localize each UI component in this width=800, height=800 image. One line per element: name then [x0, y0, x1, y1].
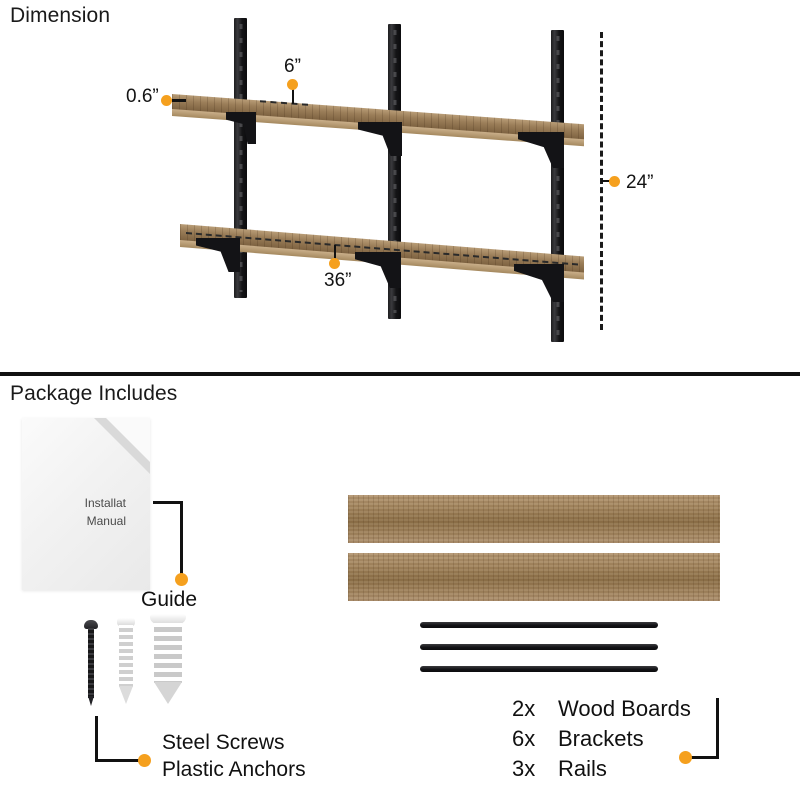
- guide-leader-vertical: [180, 501, 183, 577]
- parts-qty: 2x: [512, 696, 536, 721]
- anchor-threaded-body: [154, 623, 182, 683]
- steel-screw-graphic: [84, 620, 98, 706]
- screws-dot: [138, 754, 151, 767]
- manual-title-line2: Manual: [86, 514, 126, 528]
- anchor-flange: [150, 614, 186, 624]
- parts-name: Rails: [558, 756, 607, 781]
- plastic-anchors-label: Plastic Anchors: [162, 758, 306, 781]
- height-label: 24”: [626, 172, 654, 193]
- installation-manual-graphic: Installat Manual: [22, 418, 150, 590]
- anchor-tip: [119, 686, 133, 704]
- depth-leader-line: [292, 84, 294, 104]
- parts-name: Wood Boards: [558, 696, 691, 721]
- rail-part-3: [420, 666, 658, 672]
- depth-dot: [287, 79, 298, 90]
- height-dot: [609, 176, 620, 187]
- anchor-cone-tip: [154, 682, 182, 704]
- parts-qty: 3x: [512, 756, 536, 781]
- wood-board-part-2: [348, 553, 720, 601]
- plastic-anchor-large-graphic: [150, 614, 186, 706]
- height-tick-line: [601, 180, 613, 182]
- parts-qty: 6x: [512, 726, 536, 751]
- parts-row: 3x Rails: [512, 754, 691, 784]
- steel-screws-label: Steel Screws: [162, 731, 285, 754]
- depth-label: 6”: [284, 56, 301, 77]
- rail-slots: [556, 36, 559, 336]
- bracket-upper-right: [518, 132, 564, 168]
- package-section-title: Package Includes: [10, 382, 178, 405]
- manual-page-curl-inner: [106, 418, 150, 462]
- anchor-collar: [117, 618, 135, 626]
- thickness-leader-line: [172, 99, 186, 102]
- thickness-dot: [161, 95, 172, 106]
- width-leader-line: [334, 245, 336, 263]
- section-divider: [0, 372, 800, 376]
- parts-leader-horizontal: [690, 756, 719, 759]
- parts-row: 2x Wood Boards: [512, 694, 691, 724]
- plastic-anchor-small-graphic: [114, 618, 138, 706]
- screws-leader-vertical: [95, 716, 98, 762]
- rail-part-1: [420, 622, 658, 628]
- rail-slots: [239, 24, 242, 292]
- dimension-section: Dimension: [0, 0, 800, 372]
- width-dot: [329, 258, 340, 269]
- parts-row: 6x Brackets: [512, 724, 691, 754]
- parts-leader-vertical: [716, 698, 719, 758]
- screw-tip: [88, 696, 94, 706]
- dimension-section-title: Dimension: [10, 4, 111, 27]
- width-label: 36”: [324, 270, 352, 291]
- parts-name: Brackets: [558, 726, 644, 751]
- parts-quantity-list: 2x Wood Boards 6x Brackets 3x Rails: [512, 694, 691, 784]
- thickness-label: 0.6”: [126, 86, 159, 107]
- screws-leader-horizontal: [95, 759, 143, 762]
- guide-label: Guide: [141, 588, 198, 611]
- rail-part-2: [420, 644, 658, 650]
- anchor-body: [119, 625, 133, 687]
- screw-head: [84, 620, 98, 629]
- guide-leader-horizontal: [153, 501, 183, 504]
- manual-title-line1: Installat: [84, 496, 126, 510]
- rail-slots: [393, 30, 396, 313]
- guide-dot: [175, 573, 188, 586]
- package-includes-section: Installat Manual Guide Steel Screws: [0, 376, 800, 800]
- parts-dot: [679, 751, 692, 764]
- screw-shaft: [88, 628, 94, 698]
- bracket-lower-right: [514, 264, 564, 302]
- wood-board-part-1: [348, 495, 720, 543]
